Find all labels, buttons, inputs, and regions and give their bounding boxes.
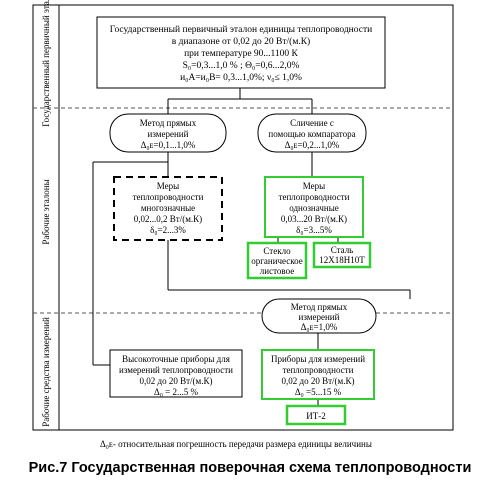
single-line-2: теплопроводности xyxy=(279,192,350,202)
instruments-line-3: 0,02 до 20 Вт/(м.К) xyxy=(282,376,355,386)
precision-instruments-box: Высокоточные приборы для измерений тепло… xyxy=(109,349,243,398)
steel-line-2: 12Х18Н10Т xyxy=(319,255,365,265)
glass-line-1: Стекло xyxy=(263,246,291,256)
primary-line-4: S₀=0,3...1,0 % ; Θ₀=0,6...2,0% xyxy=(183,61,300,71)
method-bottom-line-1: Метод прямых xyxy=(291,302,348,312)
comparison-line-2: помощью компаратора xyxy=(268,129,355,139)
steel-line-1: Сталь xyxy=(331,245,354,255)
instruments-line-1: Приборы для измерений xyxy=(271,354,365,364)
single-line-4: 0,03...20 Вт/(м.К) xyxy=(281,214,347,224)
glass-box: Стекло органическое листовое xyxy=(246,241,308,280)
instruments-line-4: Δ₀ =5...15 % xyxy=(295,387,342,397)
footnote: Δ₀ᴇ- относительная погрешность передачи … xyxy=(100,439,372,449)
single-line-3: однозначные xyxy=(289,203,339,213)
multi-line-4: 0,02...0,2 Вт/(м.К) xyxy=(134,214,202,224)
single-line-5: δ₀=3...5% xyxy=(296,225,332,235)
method-direct-top-node: Метод прямых измерений Δ₀ᴇ=0,1...1,0% xyxy=(109,113,227,153)
primary-line-2: в диапазоне от 0,02 до 20 Вт/(м.К) xyxy=(172,36,310,47)
method-bottom-line-2: измерений xyxy=(299,312,340,322)
it2-box: ИТ-2 xyxy=(285,404,347,426)
single-line-1: Меры xyxy=(303,181,325,191)
steel-box: Сталь 12Х18Н10Т xyxy=(312,241,372,269)
side-label-working-instruments: Рабочие средства измерений xyxy=(41,317,51,427)
multi-value-measures-box: Меры теплопроводности многозначные 0,02.… xyxy=(113,176,223,241)
instruments-box: Приборы для измерений теплопроводности 0… xyxy=(261,349,375,400)
single-value-measures-box: Меры теплопроводности однозначные 0,03..… xyxy=(264,176,364,238)
method-bottom-line-3: Δ₀ᴇ=1,0% xyxy=(301,322,338,332)
primary-line-5: и₀A=и₀B= 0,3...1,0%; ν₀≤ 1,0% xyxy=(180,73,302,83)
comparison-node: Сличение с помощью компаратора Δ₀ᴇ=0,2..… xyxy=(257,113,367,153)
diagram-frame xyxy=(32,4,454,431)
connectors xyxy=(92,88,411,406)
primary-line-1: Государственный первичный эталон единицы… xyxy=(110,24,372,35)
primary-standard-box: Государственный первичный эталон единицы… xyxy=(96,16,386,89)
method-direct-bottom-node: Метод прямых измерений Δ₀ᴇ=1,0% xyxy=(261,298,377,334)
glass-line-3: листовое xyxy=(260,266,294,276)
figure-caption: Рис.7 Государственная поверочная схема т… xyxy=(29,460,472,476)
precision-line-3: 0,02 до 20 Вт/(м.К) xyxy=(140,376,213,386)
comparison-line-1: Сличение с xyxy=(290,118,334,128)
primary-line-3: при температуре 90...1100 К xyxy=(184,49,298,59)
multi-line-1: Меры xyxy=(157,181,179,191)
method-top-line-1: Метод прямых xyxy=(140,118,197,128)
multi-line-3: многозначные xyxy=(141,203,195,213)
multi-line-2: теплопроводности xyxy=(133,192,204,202)
method-top-line-3: Δ₀ᴇ=0,1...1,0% xyxy=(141,140,196,150)
precision-line-4: Δ₀ = 2...5 % xyxy=(154,387,199,397)
precision-line-2: измерений теплопроводности xyxy=(119,365,233,375)
precision-line-1: Высокоточные приборы для xyxy=(122,354,230,364)
glass-line-2: органическое xyxy=(251,256,303,266)
side-label-primary: Государственный первичный эталон xyxy=(41,0,51,127)
side-label-working-standards: Рабочие эталоны xyxy=(41,179,51,244)
multi-line-5: δ₀=2...3% xyxy=(150,225,186,235)
it2-label: ИТ-2 xyxy=(306,411,326,421)
method-top-line-2: измерений xyxy=(148,129,189,139)
comparison-line-3: Δ₀ᴇ=0,2...1,0% xyxy=(285,140,340,150)
instruments-line-2: теплопроводности xyxy=(283,365,354,375)
